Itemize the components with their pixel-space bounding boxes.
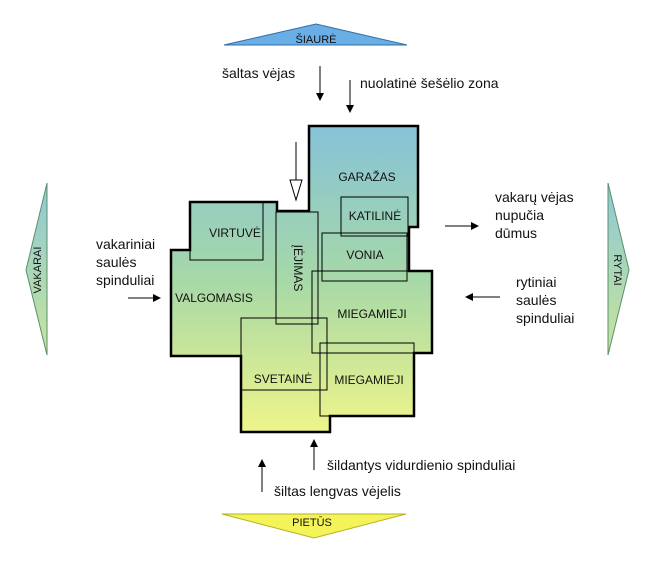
bedrooms-rect-1	[311, 270, 433, 354]
kitchen-rect	[189, 201, 264, 261]
arrows	[128, 66, 500, 492]
room-bedrooms-2: MIEGAMIEJI	[334, 373, 403, 387]
south-label: PIETŪS	[292, 517, 332, 529]
note-west-sun-2: saulės	[96, 254, 136, 270]
hollow-down-arrow	[289, 142, 303, 202]
north-compass-arrow: ŠIAURĖ	[223, 23, 408, 46]
note-east-sun-1: rytiniai	[516, 274, 556, 290]
note-west-sun-3: spinduliai	[96, 272, 154, 288]
note-cold-wind: šaltas vėjas	[222, 65, 295, 81]
note-noon-sun: šildantys vidurdienio spinduliai	[327, 457, 515, 473]
east-compass-arrow: RYTAI	[607, 182, 630, 356]
room-garage: GARAŽAS	[338, 169, 395, 184]
room-boiler: KATILINĖ	[349, 209, 401, 223]
entrance-rect	[275, 211, 319, 325]
west-compass-arrow: VAKARAI	[25, 182, 48, 356]
room-living: SVETAINĖ	[254, 372, 312, 386]
bedrooms-rect-2	[319, 342, 415, 417]
note-west-sun-1: vakariniai	[96, 236, 155, 252]
room-bath: VONIA	[346, 248, 383, 262]
west-triangle	[25, 182, 48, 356]
east-label: RYTAI	[611, 254, 623, 285]
west-label: VAKARAI	[32, 247, 44, 294]
north-triangle	[223, 23, 408, 46]
room-outlines	[189, 196, 433, 417]
note-shadow-zone: nuolatinė šešėlio zona	[360, 75, 499, 91]
note-west-wind-1: vakarų vėjas	[495, 189, 574, 205]
north-label: ŠIAURĖ	[296, 33, 337, 46]
room-bedrooms-1: MIEGAMIEJI	[337, 307, 406, 321]
room-dining: VALGOMASIS	[175, 291, 253, 305]
note-west-wind-3: dūmus	[495, 225, 537, 241]
east-triangle	[607, 182, 630, 356]
note-west-wind-2: nupučia	[495, 207, 544, 223]
note-warm-breeze: šiltas lengvas vėjelis	[274, 483, 401, 499]
note-east-sun-2: saulės	[516, 292, 556, 308]
living-rect	[240, 317, 328, 391]
bath-rect	[321, 232, 408, 282]
south-compass-arrow: PIETŪS	[221, 513, 407, 539]
room-kitchen: VIRTUVĖ	[209, 226, 261, 240]
boiler-rect	[340, 196, 409, 237]
note-east-sun-3: spinduliai	[516, 310, 574, 326]
south-triangle	[221, 513, 407, 539]
room-entrance: ĮĖJIMAS	[291, 245, 305, 292]
